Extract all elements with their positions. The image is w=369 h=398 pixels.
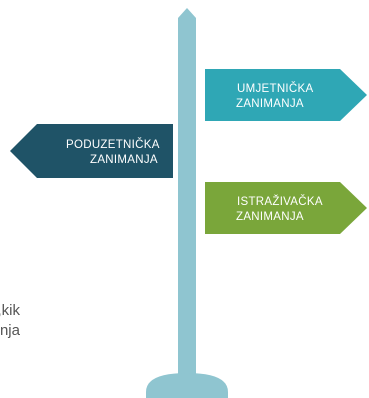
sign-umjetnicka-board (205, 69, 367, 121)
sign-umjetnicka-line1: UMJETNIČKA (237, 82, 314, 95)
side-text-line1: kik, (0, 302, 20, 319)
sign-poduzetnicka-line1: PODUZETNIČKA (66, 138, 160, 151)
sign-istrazivacka[interactable]: ISTRAŽIVAČKA ZANIMANJA (205, 182, 367, 234)
signpost-pole (178, 8, 196, 378)
sign-umjetnicka[interactable]: UMJETNIČKA ZANIMANJA (205, 69, 367, 121)
sign-umjetnicka-line2: ZANIMANJA (236, 98, 304, 110)
sign-poduzetnicka-line2: ZANIMANJA (90, 154, 158, 166)
signpost-base (146, 373, 228, 398)
sign-istrazivacka-board (205, 182, 367, 234)
sign-istrazivacka-line2: ZANIMANJA (236, 211, 304, 223)
side-text-line2: nja (0, 322, 20, 339)
sign-poduzetnicka-board (10, 124, 173, 178)
sign-poduzetnicka[interactable]: PODUZETNIČKA ZANIMANJA (10, 124, 173, 178)
sign-istrazivacka-line1: ISTRAŽIVAČKA (237, 195, 323, 208)
